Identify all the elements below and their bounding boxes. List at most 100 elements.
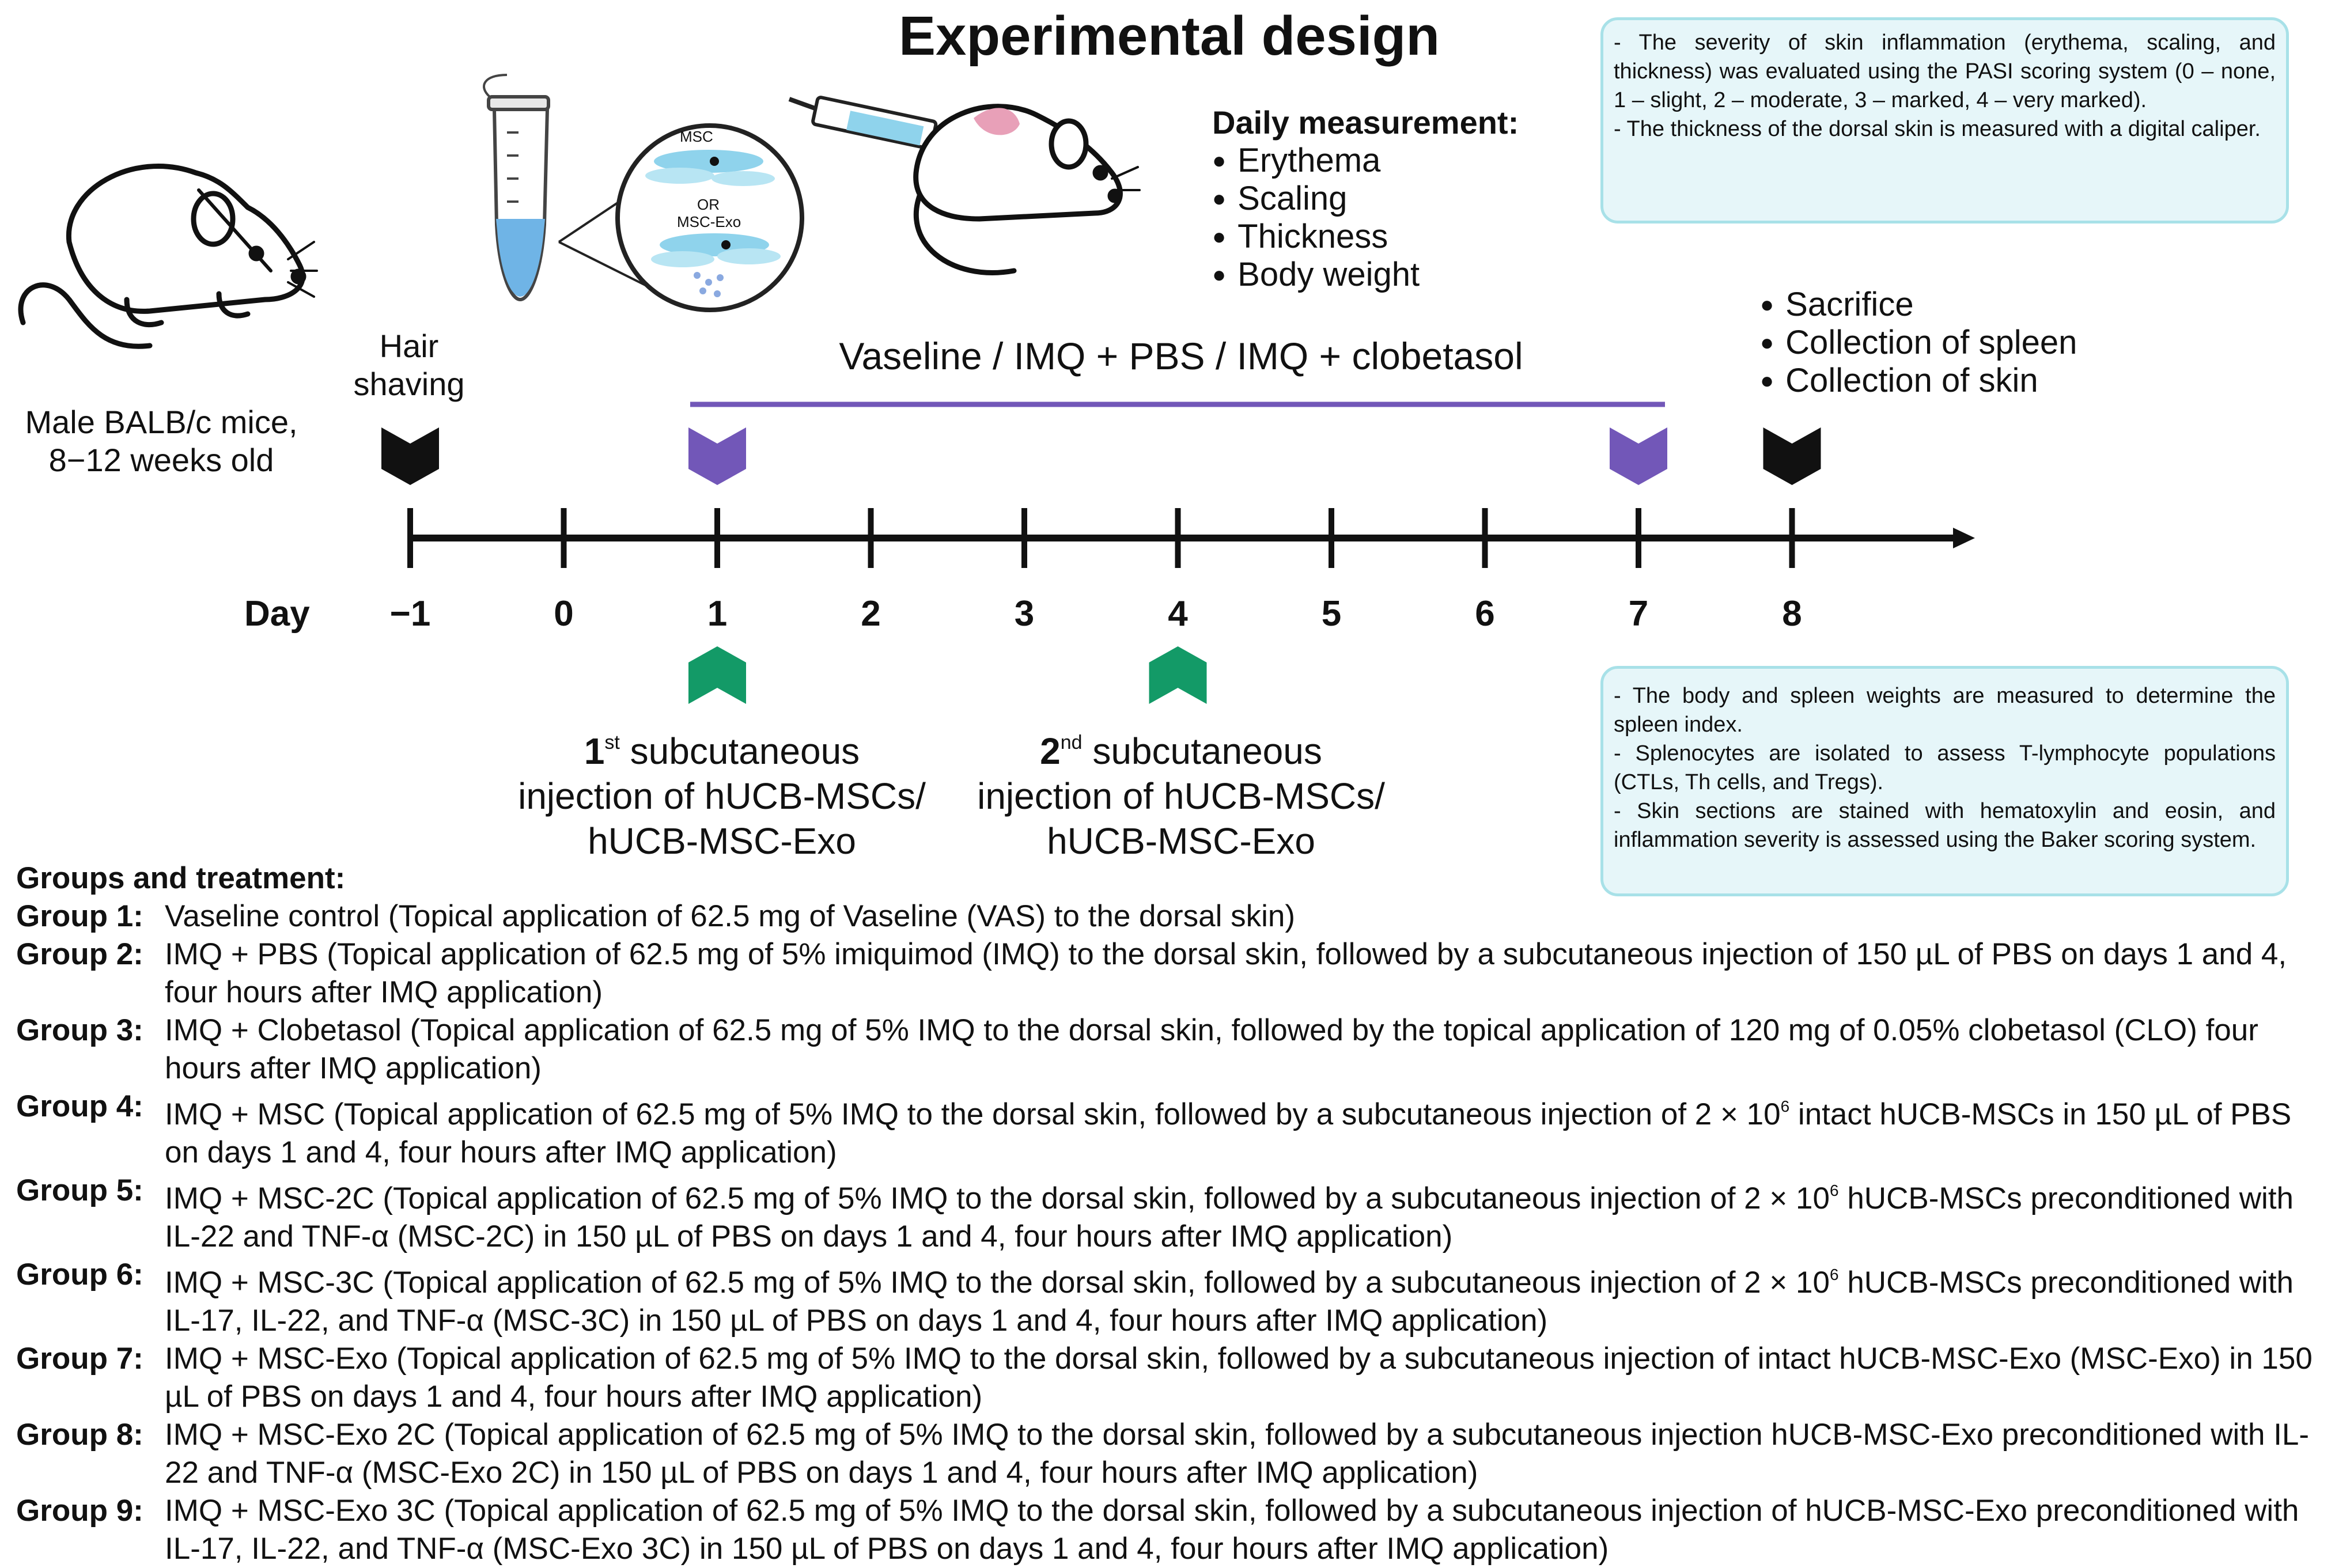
group-label: Group 4:	[16, 1089, 143, 1123]
group-description: IMQ + MSC (Topical application of 62.5 m…	[165, 1088, 2326, 1172]
mouse-illustration-right	[913, 104, 1141, 275]
hair-shaving-label: Hair shaving	[323, 327, 495, 403]
group-description: IMQ + PBS (Topical application of 62.5 m…	[165, 937, 2287, 1009]
measurement-item: Scaling	[1212, 180, 1420, 218]
group-text-post: hUCB-MSCs preconditioned with IL-22 and …	[165, 1181, 2294, 1253]
timeline-tick-label: 0	[554, 594, 574, 634]
injection-1-line-1: subcutaneous	[619, 730, 860, 772]
injection-2-line-1: subcutaneous	[1082, 730, 1322, 772]
info-bottom-line-2: - Splenocytes are isolated to assess T-l…	[1614, 741, 2276, 794]
group-row: Group 1: Vaseline control (Topical applic…	[16, 897, 2326, 936]
group-text-sup: 6	[1780, 1097, 1790, 1115]
groups-title: Groups and treatment:	[16, 861, 346, 895]
info-bottom-line-3: - Skin sections are stained with hematox…	[1614, 799, 2276, 852]
injection-1-label: 1st subcutaneous injection of hUCB-MSCs/…	[486, 720, 958, 863]
group-label: Group 3:	[16, 1013, 143, 1047]
mice-caption-line-1: Male BALB/c mice,	[25, 404, 298, 440]
group-description: IMQ + MSC-Exo 3C (Topical application of…	[165, 1494, 2299, 1566]
group-description: IMQ + Clobetasol (Topical application of…	[165, 1013, 2258, 1085]
injection-2-sup: nd	[1060, 732, 1083, 753]
injection-1-sup: st	[604, 732, 620, 753]
treatment-start-marker	[688, 427, 746, 485]
timeline-tick-label: 3	[1014, 594, 1035, 634]
info-bottom-line-1: - The body and spleen weights are measur…	[1614, 684, 2276, 737]
group-label: Group 7:	[16, 1342, 143, 1376]
timeline-tick-label: 7	[1628, 594, 1649, 634]
group-row: Group 9: IMQ + MSC-Exo 3C (Topical applic…	[16, 1492, 2326, 1568]
group-row: Group 2: IMQ + PBS (Topical application o…	[16, 936, 2326, 1012]
mice-caption: Male BALB/c mice, 8−12 weeks old	[12, 403, 311, 479]
mice-caption-line-2: 8−12 weeks old	[48, 442, 274, 478]
group-label: Group 6:	[16, 1258, 143, 1291]
daily-measurement-title: Daily measurement:	[1212, 104, 1519, 141]
timeline-tick-label: 8	[1782, 594, 1802, 634]
group-label: Group 9:	[16, 1494, 143, 1528]
timeline-tick-label: 1	[707, 594, 728, 634]
injection-1-marker	[688, 646, 746, 704]
pasi-info-box: - The severity of skin inflammation (ery…	[1600, 17, 2289, 224]
tube-label-exo: MSC-Exo	[677, 213, 741, 230]
group-description: Vaseline control (Topical application of…	[165, 899, 1296, 933]
timeline-tick-label: −1	[389, 594, 431, 634]
group-label: Group 5:	[16, 1173, 143, 1207]
group-row: Group 7: IMQ + MSC-Exo (Topical applicati…	[16, 1340, 2326, 1416]
hair-shaving-marker	[381, 427, 439, 485]
injection-2-ordinal: 2	[1040, 730, 1061, 772]
measurement-item: Thickness	[1212, 218, 1420, 256]
end-event-item: Sacrifice	[1760, 286, 2077, 324]
endpoint-info-box: - The body and spleen weights are measur…	[1600, 666, 2289, 896]
group-description: IMQ + MSC-2C (Topical application of 62.…	[165, 1172, 2326, 1256]
mouse-illustration-left	[18, 164, 318, 349]
injection-2-line-2: injection of hUCB-MSCs/	[977, 775, 1385, 817]
timeline-tick-label: 6	[1475, 594, 1495, 634]
diagram-title: Experimental design	[899, 5, 1440, 67]
group-text-post: hUCB-MSCs preconditioned with IL-17, IL-…	[165, 1266, 2294, 1338]
group-row: Group 3: IMQ + Clobetasol (Topical applic…	[16, 1012, 2326, 1088]
info-top-line-1: - The severity of skin inflammation (ery…	[1614, 31, 2276, 112]
info-top-line-2: - The thickness of the dorsal skin is me…	[1614, 117, 2261, 141]
injection-1-line-3: hUCB-MSC-Exo	[588, 820, 856, 862]
measurement-item: Erythema	[1212, 142, 1420, 180]
end-event-item: Collection of spleen	[1760, 324, 2077, 362]
daily-measurement-list: Erythema Scaling Thickness Body weight	[1212, 142, 1420, 294]
timeline-tick-label: 2	[861, 594, 881, 634]
measurement-item: Body weight	[1212, 256, 1420, 294]
group-label: Group 1:	[16, 899, 143, 933]
group-label: Group 8:	[16, 1418, 143, 1452]
group-description: IMQ + MSC-Exo (Topical application of 62…	[165, 1342, 2313, 1414]
hair-shaving-line-1: Hair	[379, 328, 439, 364]
timeline-tick-label: 5	[1321, 594, 1342, 634]
group-text-sup: 6	[1830, 1266, 1839, 1283]
injection-2-label: 2nd subcutaneous injection of hUCB-MSCs/…	[945, 720, 1417, 863]
group-label: Group 2:	[16, 937, 143, 971]
injection-1-ordinal: 1	[584, 730, 605, 772]
group-row: Group 4: IMQ + MSC (Topical application o…	[16, 1088, 2326, 1172]
timeline-ticks	[407, 508, 1795, 568]
end-events-list: Sacrifice Collection of spleen Collectio…	[1760, 286, 2077, 400]
group-text-pre: IMQ + MSC-2C (Topical application of 62.…	[165, 1181, 1830, 1215]
hair-shaving-line-2: shaving	[353, 366, 465, 402]
group-text-post: intact hUCB-MSCs in 150 µL of PBS on day…	[165, 1097, 2292, 1169]
group-row: Group 8: IMQ + MSC-Exo 2C (Topical applic…	[16, 1416, 2326, 1492]
injection-2-line-3: hUCB-MSC-Exo	[1047, 820, 1315, 862]
tube-label-msc: MSC	[680, 128, 713, 145]
day-axis-label: Day	[244, 594, 310, 634]
group-row: Group 6: IMQ + MSC-3C (Topical applicatio…	[16, 1256, 2326, 1340]
timeline-tick-label: 4	[1168, 594, 1188, 634]
treatment-end-marker	[1610, 427, 1667, 485]
sacrifice-marker	[1763, 427, 1821, 485]
tube-illustration	[483, 74, 804, 312]
injection-2-marker	[1149, 646, 1207, 704]
group-text-pre: IMQ + MSC (Topical application of 62.5 m…	[165, 1097, 1781, 1131]
group-row: Group 5: IMQ + MSC-2C (Topical applicatio…	[16, 1172, 2326, 1256]
injection-1-line-2: injection of hUCB-MSCs/	[518, 775, 926, 817]
groups-section: Groups and treatment: Group 1: Vaseline c…	[16, 859, 2326, 1568]
group-description: IMQ + MSC-Exo 2C (Topical application of…	[165, 1418, 2310, 1490]
timeline-arrowhead	[1953, 528, 1975, 548]
group-text-pre: IMQ + MSC-3C (Topical application of 62.…	[165, 1266, 1830, 1300]
treatment-label: Vaseline / IMQ + PBS / IMQ + clobetasol	[839, 335, 1523, 377]
group-text-sup: 6	[1830, 1181, 1839, 1199]
end-event-item: Collection of skin	[1760, 362, 2077, 400]
tube-label-or: OR	[697, 196, 720, 213]
